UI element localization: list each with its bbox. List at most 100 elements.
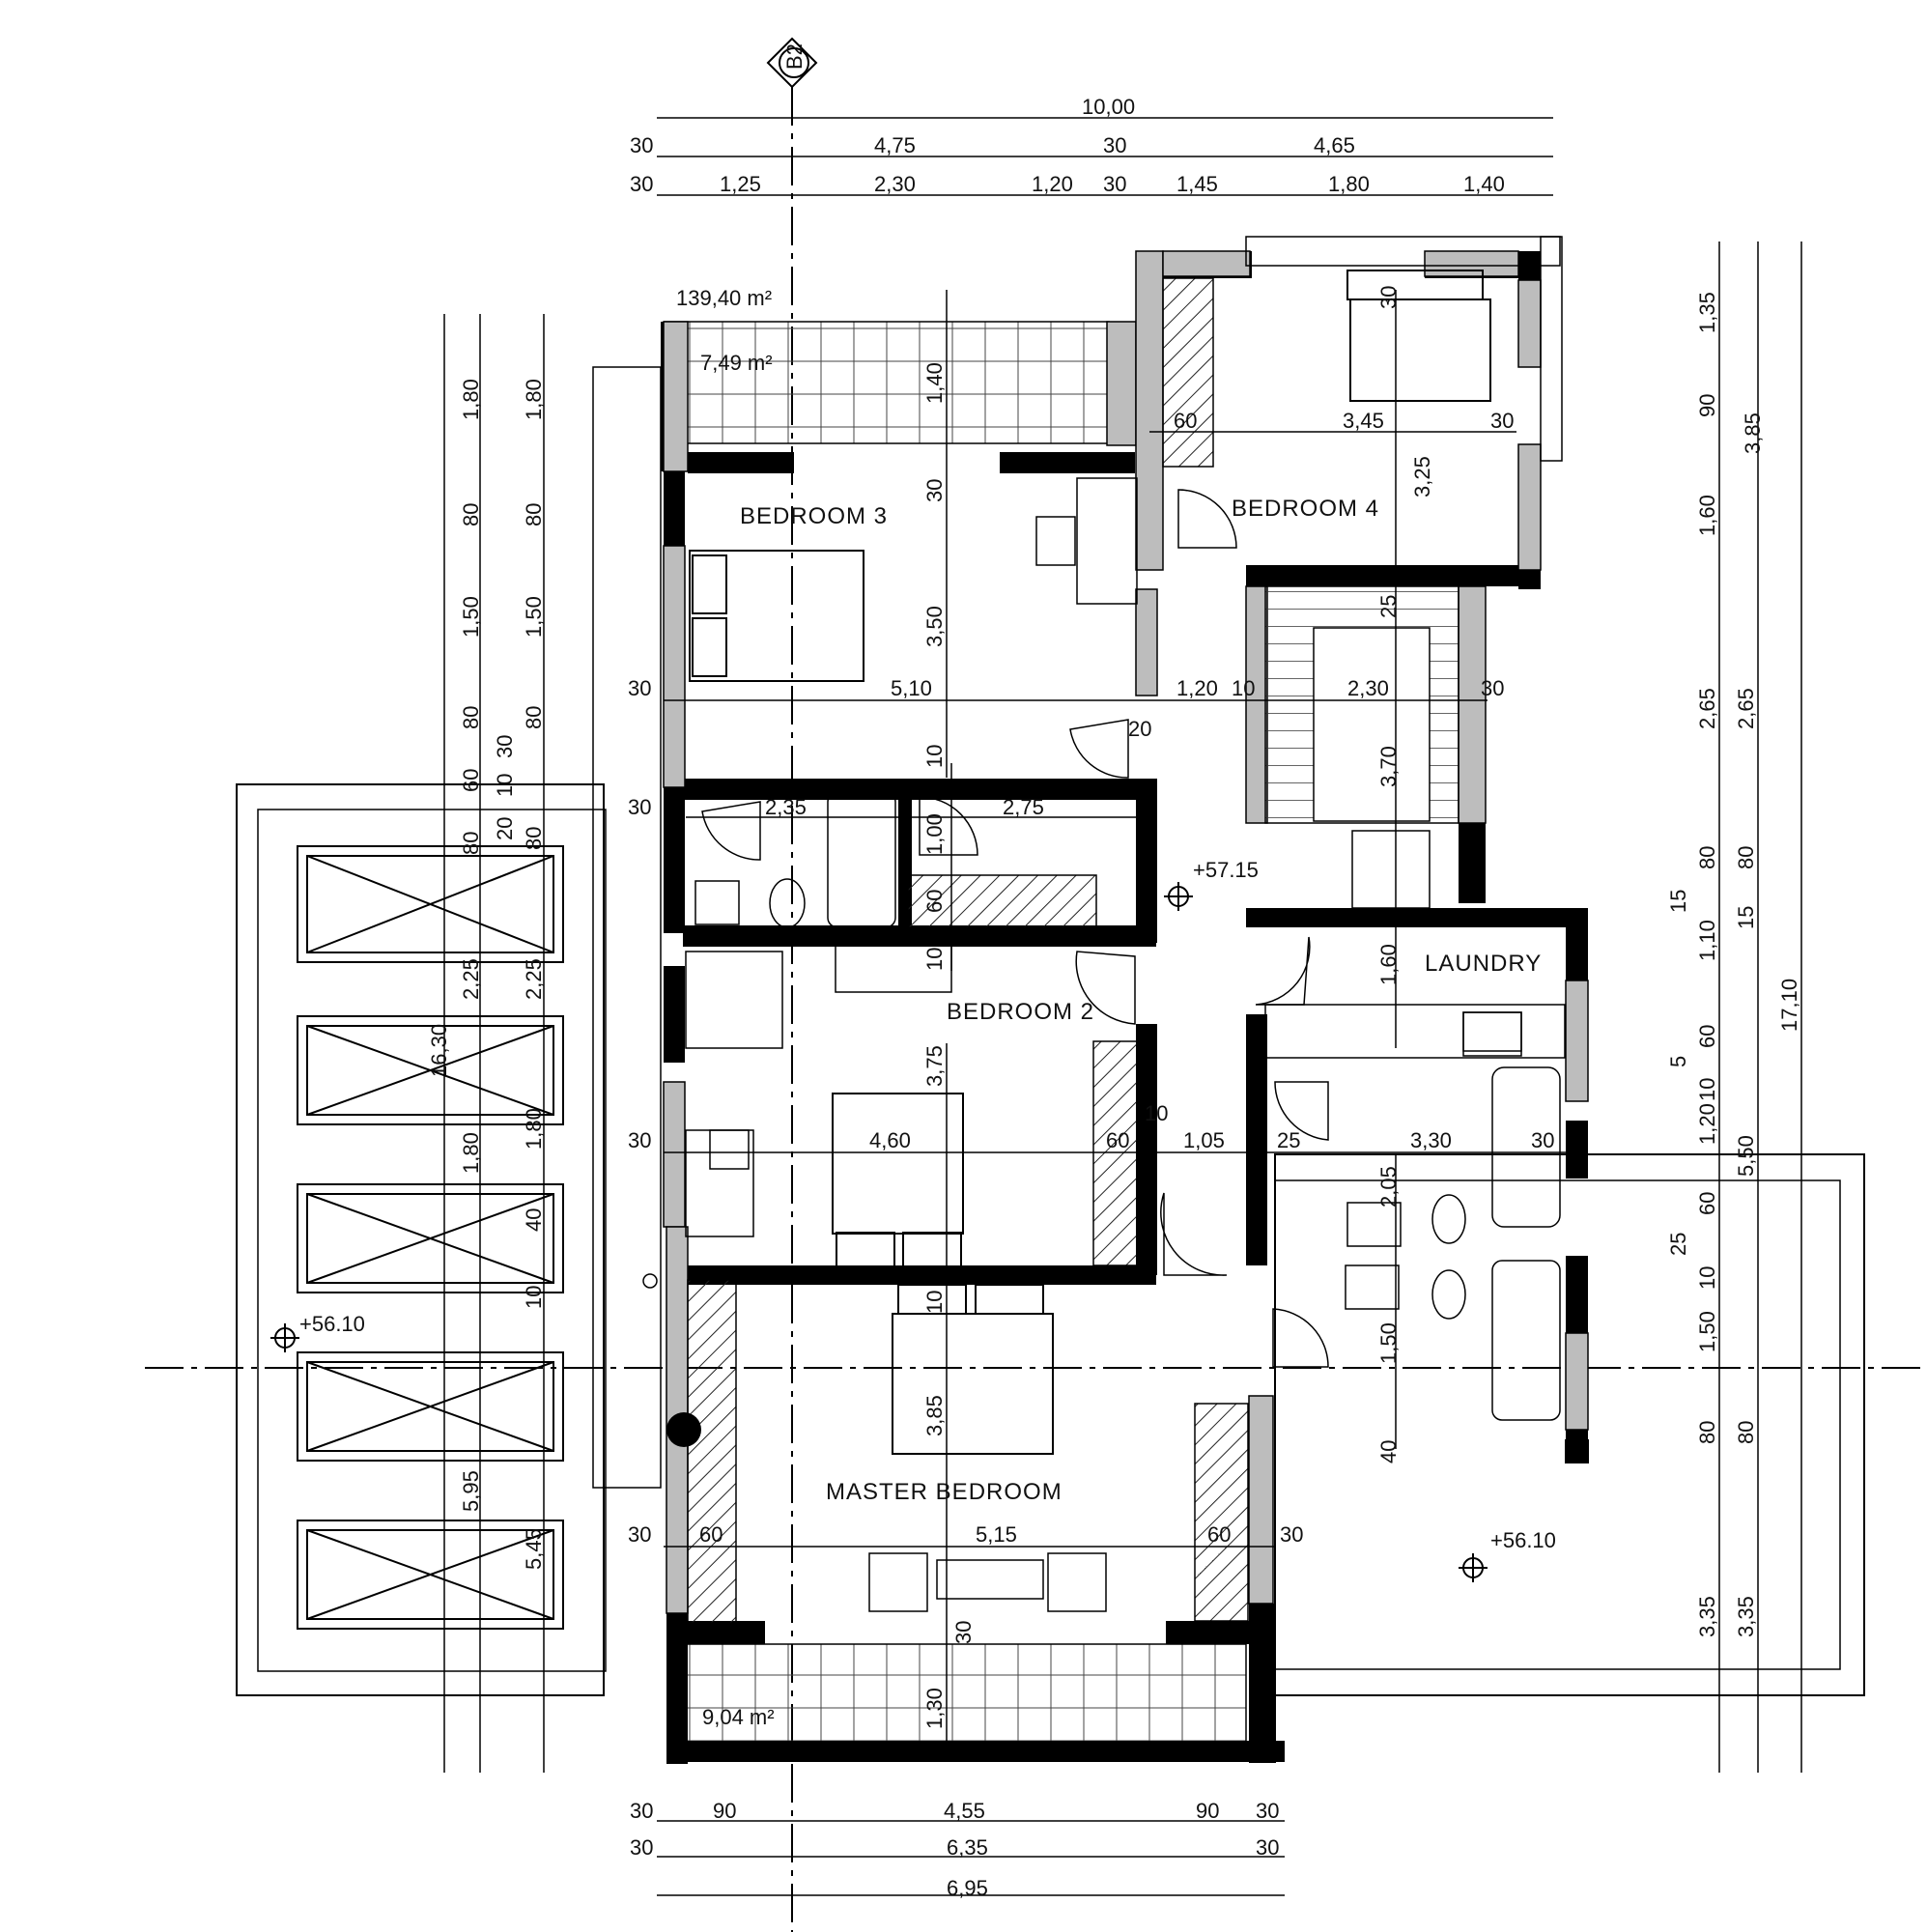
svg-text:30: 30 — [630, 133, 653, 157]
svg-text:1,80: 1,80 — [522, 379, 546, 420]
svg-text:90: 90 — [713, 1799, 736, 1823]
svg-text:80: 80 — [522, 706, 546, 729]
svg-text:1,05: 1,05 — [1183, 1128, 1225, 1152]
svg-text:5,45: 5,45 — [522, 1528, 546, 1570]
svg-text:2,75: 2,75 — [1003, 795, 1044, 819]
bottom-dims — [657, 1820, 1285, 1896]
beds — [689, 270, 1491, 1455]
svg-text:2,30: 2,30 — [1347, 676, 1389, 700]
svg-text:30: 30 — [922, 479, 947, 502]
svg-text:1,40: 1,40 — [922, 362, 947, 404]
gross-area-label: 139,40 m² — [676, 286, 772, 310]
svg-text:30: 30 — [628, 1128, 651, 1152]
svg-text:1,20: 1,20 — [1032, 172, 1073, 196]
laundry-counter — [1264, 1004, 1566, 1059]
svg-text:3,35: 3,35 — [1734, 1596, 1758, 1637]
svg-text:30: 30 — [1280, 1522, 1303, 1547]
room-master-bedroom: MASTER BEDROOM — [826, 1479, 1063, 1505]
svg-text:1,50: 1,50 — [1376, 1322, 1401, 1364]
svg-text:16,30: 16,30 — [427, 1024, 451, 1077]
svg-text:10: 10 — [1232, 676, 1255, 700]
svg-text:15: 15 — [1666, 890, 1690, 913]
roof-outline-right-inner — [1274, 1179, 1841, 1670]
svg-text:80: 80 — [459, 503, 483, 526]
room-laundry: LAUNDRY — [1425, 951, 1542, 977]
staircase — [1264, 585, 1459, 909]
svg-text:30: 30 — [630, 1799, 653, 1823]
svg-text:2,30: 2,30 — [874, 172, 916, 196]
terrace-top-area: 7,49 m² — [700, 351, 773, 375]
svg-text:2,25: 2,25 — [522, 958, 546, 1000]
svg-text:40: 40 — [522, 1208, 546, 1232]
axis-marker-b2: B2 — [766, 37, 818, 89]
svg-text:30: 30 — [630, 172, 653, 196]
top-dims — [657, 117, 1553, 196]
svg-text:1,50: 1,50 — [459, 596, 483, 638]
bottom-dim-row2: 30 6,35 30 — [630, 1835, 1279, 1860]
svg-text:1,20: 1,20 — [1176, 676, 1218, 700]
svg-text:15: 15 — [1734, 906, 1758, 929]
roof-outline-left-inner — [257, 809, 607, 1672]
svg-text:80: 80 — [522, 827, 546, 850]
svg-text:1,00: 1,00 — [922, 813, 947, 855]
svg-text:4,75: 4,75 — [874, 133, 916, 157]
level-marker-roof-right: +56.10 — [1459, 1528, 1556, 1582]
svg-text:30: 30 — [1256, 1799, 1279, 1823]
svg-text:10: 10 — [922, 745, 947, 768]
svg-text:2,65: 2,65 — [1695, 688, 1719, 729]
svg-text:30: 30 — [1376, 286, 1401, 309]
svg-text:1,10: 1,10 — [1695, 920, 1719, 961]
svg-text:3,30: 3,30 — [1410, 1128, 1452, 1152]
svg-text:25: 25 — [1666, 1233, 1690, 1256]
skylights — [297, 845, 564, 1630]
svg-text:3,70: 3,70 — [1376, 746, 1401, 787]
wardrobes — [687, 277, 1249, 1624]
sanitary — [694, 791, 1561, 1421]
left-dim-outer: 1,80 80 1,50 80 60 80 2,25 16,30 1,80 5,… — [427, 379, 483, 1512]
svg-text:5,50: 5,50 — [1734, 1135, 1758, 1177]
right-dim-inner: 3,85 2,65 80 15 5,50 80 3,35 — [1734, 412, 1765, 1637]
svg-text:10: 10 — [1695, 1078, 1719, 1101]
svg-text:80: 80 — [1734, 846, 1758, 869]
bottom-dim-total: 6,95 — [947, 1876, 988, 1900]
svg-text:1,80: 1,80 — [522, 1108, 546, 1150]
right-dim-outer: 1,35 90 1,60 2,65 80 15 1,10 60 5 10 1,2… — [1666, 292, 1801, 1637]
svg-text:30: 30 — [628, 676, 651, 700]
svg-text:4,65: 4,65 — [1314, 133, 1355, 157]
svg-text:10: 10 — [922, 1291, 947, 1314]
svg-text:60: 60 — [699, 1522, 723, 1547]
svg-text:4,60: 4,60 — [869, 1128, 911, 1152]
svg-text:2,35: 2,35 — [765, 795, 807, 819]
top-dim-row3: 30 1,25 2,30 1,20 30 1,45 1,80 1,40 — [630, 172, 1505, 196]
top-dim-total: 10,00 — [1082, 95, 1135, 119]
svg-text:1,80: 1,80 — [1328, 172, 1370, 196]
room-bedroom-3: BEDROOM 3 — [740, 503, 888, 529]
svg-text:1,80: 1,80 — [459, 1132, 483, 1174]
svg-text:+56.10: +56.10 — [1490, 1528, 1556, 1552]
svg-text:90: 90 — [1196, 1799, 1219, 1823]
svg-text:60: 60 — [459, 769, 483, 792]
svg-text:3,85: 3,85 — [1741, 412, 1765, 454]
svg-text:1,20: 1,20 — [1695, 1103, 1719, 1145]
svg-text:5: 5 — [1666, 1056, 1690, 1067]
svg-text:1,60: 1,60 — [1695, 495, 1719, 536]
svg-text:30: 30 — [1481, 676, 1504, 700]
svg-text:10: 10 — [922, 948, 947, 971]
room-bedroom-2: BEDROOM 2 — [947, 999, 1094, 1025]
svg-text:2,65: 2,65 — [1734, 688, 1758, 729]
svg-text:3,25: 3,25 — [1410, 456, 1434, 497]
roof-parapet-left — [592, 366, 662, 1489]
svg-text:+56.10: +56.10 — [299, 1312, 365, 1336]
svg-text:10: 10 — [493, 774, 517, 797]
left-dims — [443, 314, 545, 1773]
svg-text:3,50: 3,50 — [922, 606, 947, 647]
svg-text:60: 60 — [1174, 409, 1197, 433]
svg-text:2,25: 2,25 — [459, 958, 483, 1000]
svg-text:10: 10 — [1145, 1101, 1168, 1125]
svg-text:80: 80 — [1734, 1421, 1758, 1444]
svg-text:3,45: 3,45 — [1343, 409, 1384, 433]
svg-text:30: 30 — [630, 1835, 653, 1860]
svg-text:80: 80 — [1695, 1421, 1719, 1444]
laundry-sink — [1462, 1011, 1522, 1052]
